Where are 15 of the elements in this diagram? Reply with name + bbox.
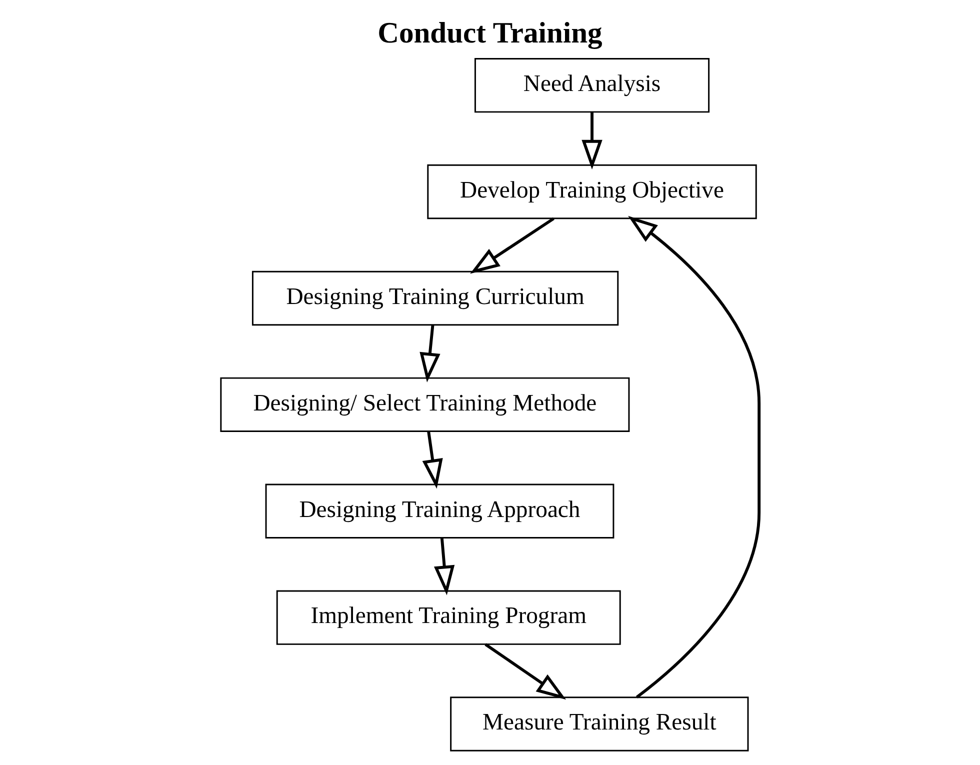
arrow: [470, 217, 554, 274]
node-box: Designing Training Curriculum: [252, 270, 619, 326]
node-box: Measure Training Result: [450, 696, 749, 752]
arrow: [420, 325, 440, 382]
node-box: Need Analysis: [474, 58, 710, 113]
diagram-title: Conduct Training: [378, 17, 602, 50]
arrow: [582, 112, 602, 170]
node-box: Designing Training Approach: [265, 484, 614, 538]
node-box: Implement Training Program: [276, 590, 621, 645]
arrow: [484, 643, 566, 700]
node-box: Designing/ Select Training Methode: [220, 377, 630, 432]
arrow: [434, 538, 455, 596]
node-box: Develop Training Objective: [427, 164, 757, 220]
arrow: [628, 216, 761, 698]
arrow: [422, 432, 443, 489]
